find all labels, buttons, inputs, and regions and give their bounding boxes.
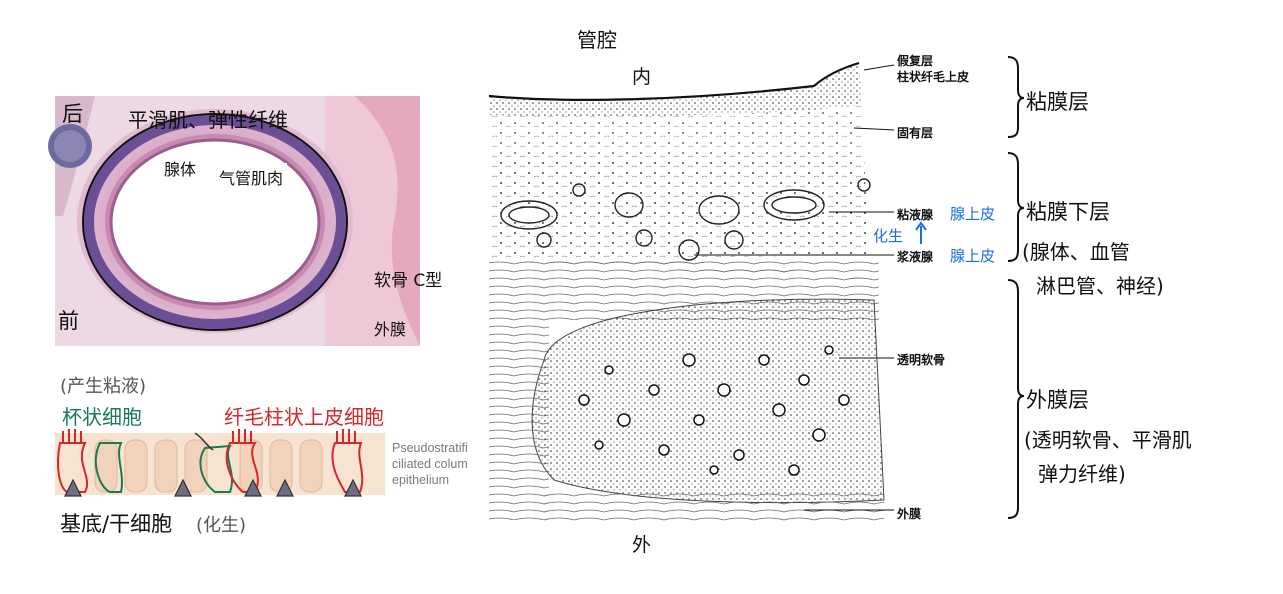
basal-note: (化生)	[196, 515, 247, 536]
gland-epithelium-label-2: 腺上皮	[950, 247, 996, 265]
pseudostratified-caption: Pseudostratifi ciliated colum epithelium	[392, 440, 468, 488]
trachealis-label: 气管肌肉	[215, 163, 288, 191]
caption-line-3: epithelium	[392, 473, 449, 487]
trachea-section-image	[48, 96, 420, 346]
basal-cell-label: 基底/干细胞	[60, 512, 173, 536]
goblet-cell-label: 杯状细胞	[62, 405, 142, 429]
adventitia-detail-1: (透明软骨、平滑肌	[1024, 428, 1192, 452]
adventitia-diagram-label: 外膜	[897, 507, 922, 521]
mucosa-layer-label: 粘膜层	[1026, 90, 1089, 114]
layer-brackets	[1007, 56, 1025, 519]
epithelium-drawing	[55, 429, 385, 497]
cartilage-label: 软骨 C型	[374, 271, 443, 291]
caption-line-1: Pseudostratifi	[392, 441, 468, 455]
submucosa-layer-label: 粘膜下层	[1026, 200, 1110, 224]
up-arrow-icon	[915, 221, 927, 244]
epithelium-sketch	[55, 428, 385, 503]
posterior-label: 后	[62, 102, 83, 126]
smooth-muscle-elastic-label: 平滑肌、弹性纤维	[128, 108, 288, 132]
gland-label: 腺体	[160, 154, 201, 182]
lamina-propria-label: 固有层	[897, 126, 934, 140]
adventitia-label-left: 外膜	[374, 320, 407, 339]
metaplasia-label: 化生	[873, 227, 904, 245]
outer-label: 外	[632, 534, 652, 556]
inner-label: 内	[632, 66, 652, 88]
histology-micrograph	[48, 96, 420, 346]
tracheal-wall-drawing	[488, 61, 895, 525]
ciliated-cell-label: 纤毛柱状上皮细胞	[224, 405, 384, 429]
anterior-label: 前	[58, 309, 79, 333]
mucous-gland-label: 粘液腺	[897, 208, 934, 222]
ciliated-columnar-label: 柱状纤毛上皮	[897, 70, 970, 84]
lumen-label: 管腔	[577, 28, 617, 52]
caption-line-2: ciliated colum	[392, 457, 468, 471]
hyaline-cartilage-label: 透明软骨	[897, 353, 946, 367]
submucosa-detail-2: 淋巴管、神经)	[1036, 274, 1164, 298]
pseudostratified-label: 假复层	[897, 54, 934, 68]
submucosa-detail-1: (腺体、血管	[1022, 240, 1130, 264]
gland-epithelium-label-1: 腺上皮	[950, 205, 996, 223]
adventitia-detail-2: 弹力纤维)	[1038, 462, 1126, 486]
adventitia-layer-label: 外膜层	[1026, 388, 1089, 412]
layer-diagram	[484, 60, 984, 530]
mucus-note: (产生粘液)	[60, 376, 147, 397]
serous-gland-label: 浆液腺	[897, 250, 934, 264]
